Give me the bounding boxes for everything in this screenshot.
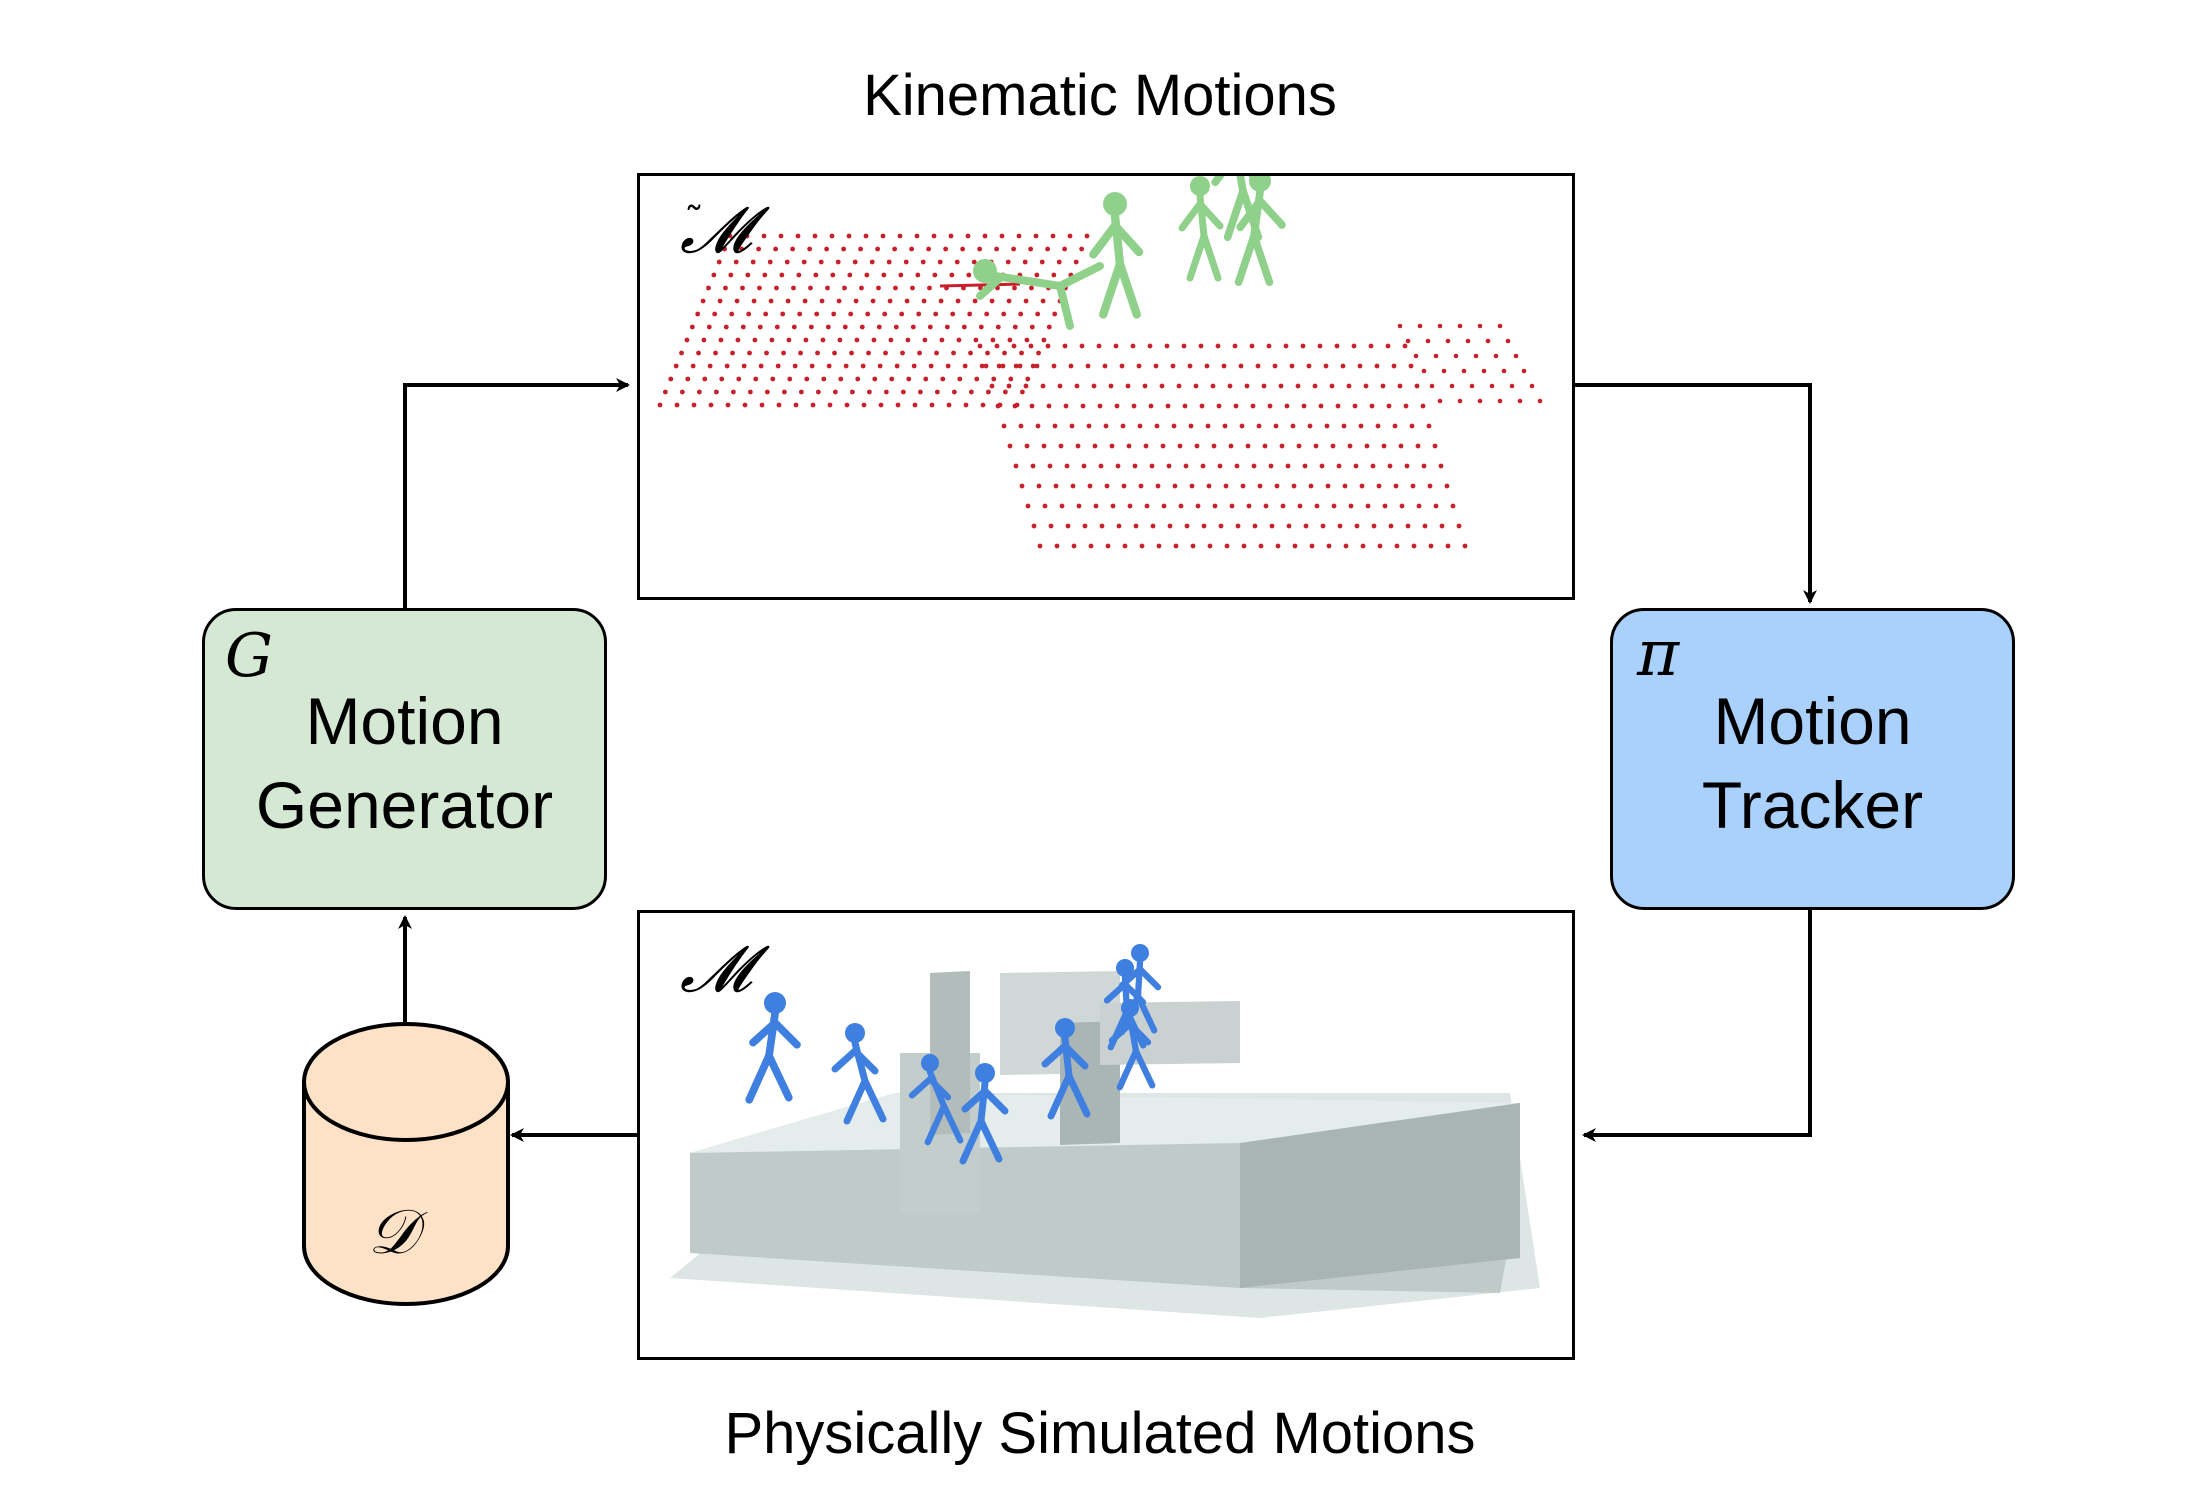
motion-generator-node: G Motion Generator (202, 608, 607, 910)
kinematic-scene (657, 176, 1543, 549)
generator-symbol: G (225, 621, 273, 691)
kinematic-motions-panel: ˜ 𝓜 (637, 173, 1575, 600)
arrow-tracker-to-simulated (1582, 910, 1812, 1142)
kinematic-symbol-text: 𝓜 (680, 194, 752, 268)
arrow-kinematic-to-tracker (1575, 383, 1817, 604)
arrow-generator-to-kinematic (403, 378, 630, 608)
tracker-title-line2: Tracker (1701, 768, 1924, 842)
tracker-symbol: π (1637, 617, 1680, 691)
trajectory-line (939, 282, 1021, 288)
kinematic-characters (973, 176, 1286, 330)
simulated-motion-symbol: 𝓜 (680, 935, 752, 1005)
motion-tracker-node: π Motion Tracker (1610, 608, 2015, 910)
tilde-icon: ˜ (684, 200, 704, 246)
dataset-cylinder (302, 1022, 510, 1306)
terrain-blocks (670, 971, 1540, 1318)
tracker-title-line1: Motion (1713, 684, 1912, 758)
simulated-symbol-text: 𝓜 (680, 933, 752, 1007)
simulated-motions-caption: Physically Simulated Motions (724, 1401, 1476, 1466)
kinematic-motions-caption: Kinematic Motions (863, 63, 1337, 128)
dataset-symbol: 𝒟 (368, 1195, 418, 1268)
simulated-characters (745, 944, 1162, 1165)
kinematic-motion-symbol: ˜ 𝓜 (680, 196, 752, 266)
generator-title-line1: Motion (305, 684, 504, 758)
simulated-motions-panel: 𝓜 (637, 910, 1575, 1360)
generator-title-line2: Generator (255, 768, 554, 842)
simulated-scene (670, 944, 1540, 1318)
terrain-point-grid (657, 233, 1543, 549)
